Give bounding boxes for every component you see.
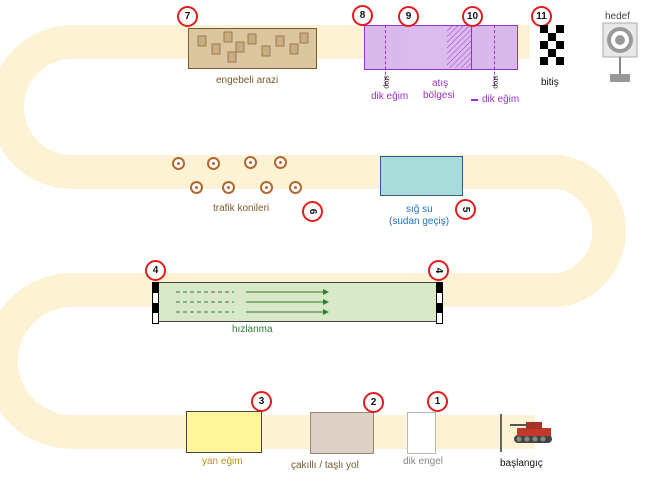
serpentine-track [0,25,627,449]
gravel-road-box [310,412,374,454]
accel-arrows [176,289,329,315]
shallow-water-box [380,156,463,196]
traffic-cone [244,156,257,169]
stop-text-left: stop [382,75,390,89]
badge-5: 5 [455,199,476,220]
badge-10: 10 [462,6,483,27]
vertical-obstacle-label: dik engel [403,456,444,467]
stop-line-right [494,25,495,85]
shooting-zone-label-1: atış [432,78,449,89]
badge-6: 6 [302,201,323,222]
traffic-cone [207,157,220,170]
target-icon [602,22,638,82]
acceleration-label: hızlanma [232,324,273,335]
side-slope-box [186,411,262,453]
steep-slope-label-left: dik eğim [371,91,409,102]
rough-terrain-label: engebeli arazi [216,75,279,86]
traffic-cone [190,181,203,194]
accel-start-gate [152,282,159,324]
dash-mark [471,99,478,101]
traffic-cone [222,181,235,194]
vertical-obstacle-box [407,412,436,454]
shooting-zone-label-2: bölgesi [423,90,455,101]
badge-9: 9 [398,6,419,27]
badge-7: 7 [177,6,198,27]
steep-slope-label-right: dik eğim [482,94,520,105]
gravel-road-label: çakıllı / taşlı yol [291,460,359,471]
traffic-cone [274,156,287,169]
badge-4-right: 4 [428,260,449,281]
start-label: başlangıç [500,458,543,469]
traffic-cone [172,157,185,170]
shooting-zone-hatch [447,25,471,68]
badge-3: 3 [251,391,272,412]
tank-icon [510,422,552,443]
rough-terrain-bumps [197,31,309,63]
badge-2: 2 [363,392,384,413]
stop-text-right: stop [491,75,499,89]
steep-slope-left [364,25,409,70]
start-marker [500,414,502,452]
side-slope-label: yan eğim [202,456,243,467]
badge-1: 1 [427,391,448,412]
shallow-water-label-2: (sudan geçiş) [389,216,450,227]
target-label: hedef [605,11,631,22]
badge-11: 11 [531,6,552,27]
shallow-water-label-1: sığ su [406,204,433,215]
accel-end-gate [436,282,443,324]
badge-8: 8 [352,5,373,26]
traffic-cone [260,181,273,194]
stop-line-left [385,25,386,85]
finish-label: bitiş [541,77,559,88]
traffic-cones-label: trafik konileri [213,203,270,214]
badge-4-left: 4 [145,260,166,281]
traffic-cone [289,181,302,194]
finish-flag-icon [540,25,564,69]
